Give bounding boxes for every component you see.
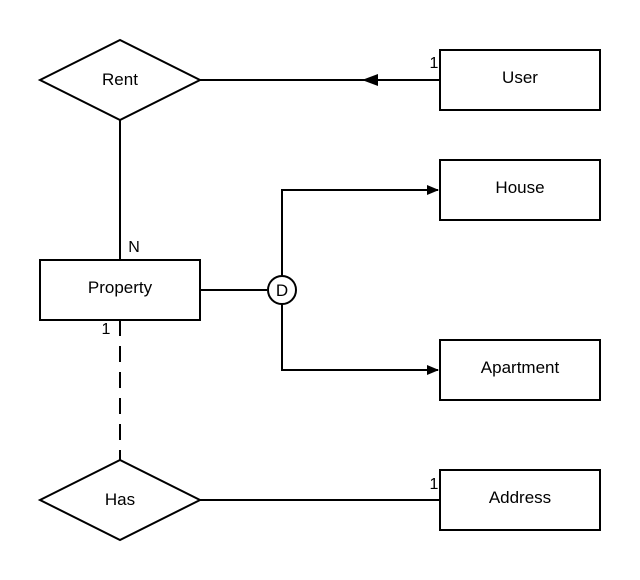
entity-user-label: User <box>502 68 538 87</box>
entity-apartment-label: Apartment <box>481 358 560 377</box>
rent-user-arrowhead <box>362 74 378 86</box>
disjoint-label: D <box>276 281 288 300</box>
entity-apartment[interactable]: Apartment <box>439 339 601 401</box>
entity-user[interactable]: User <box>439 49 601 111</box>
cardinality-rent-user: 1 <box>430 55 439 72</box>
disjoint-specialization[interactable]: D <box>267 275 297 305</box>
entity-property-label: Property <box>88 278 153 297</box>
entity-house[interactable]: House <box>439 159 601 221</box>
relationship-has-label: Has <box>105 490 135 509</box>
entity-address-label: Address <box>489 488 551 507</box>
cardinality-has-address: 1 <box>430 476 439 493</box>
cardinality-has-property: 1 <box>102 321 111 338</box>
relationship-rent[interactable]: Rent <box>37 38 203 122</box>
entity-property[interactable]: Property <box>39 259 201 321</box>
cardinality-rent-property: N <box>128 239 140 256</box>
disjoint-house-connector <box>281 185 439 276</box>
entity-house-label: House <box>495 178 544 197</box>
relationship-has[interactable]: Has <box>37 458 203 542</box>
relationship-rent-label: Rent <box>102 70 138 89</box>
entity-address[interactable]: Address <box>439 469 601 531</box>
disjoint-apartment-connector <box>281 304 439 375</box>
